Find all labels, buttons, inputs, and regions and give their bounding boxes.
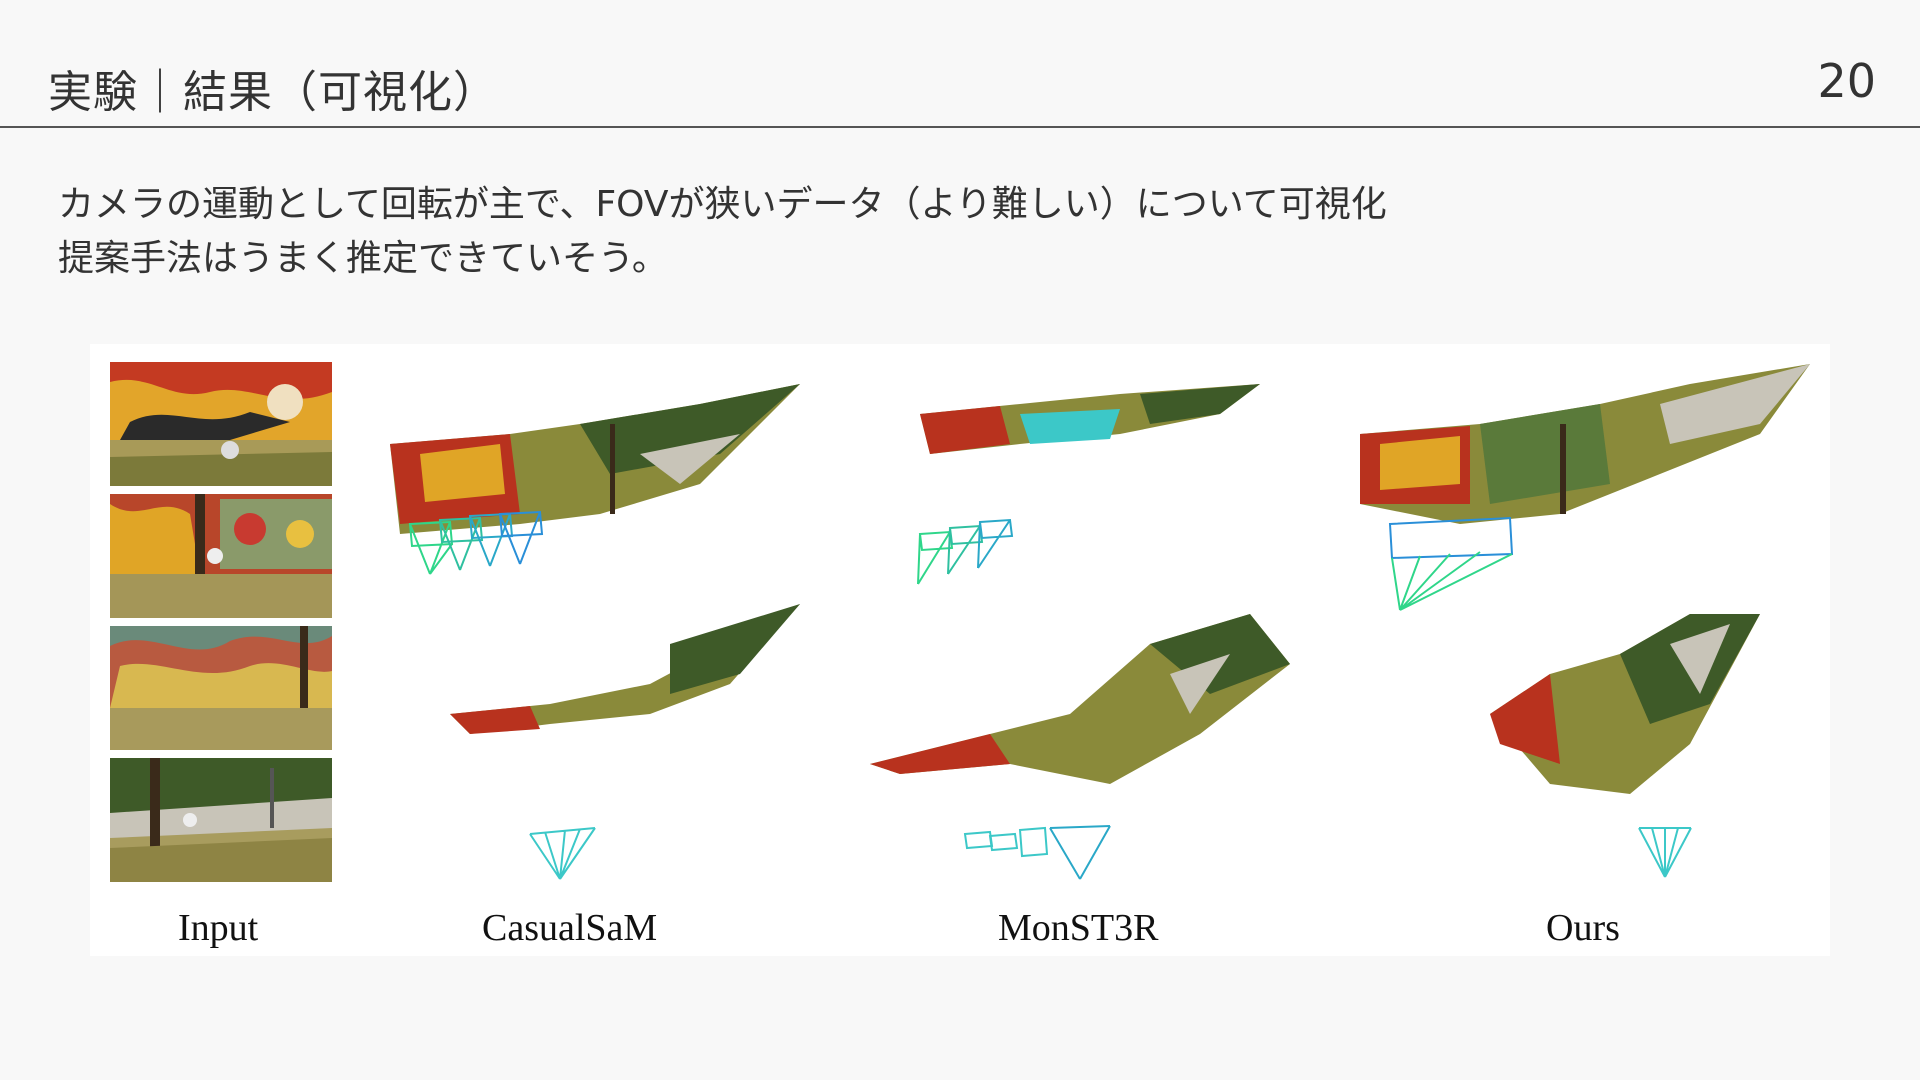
input-frame-4 [110,758,332,882]
label-casualsam: CasualSaM [482,907,658,949]
ours-cameras-bottom [1635,822,1695,882]
casualsam-reconstruction-top [380,384,820,584]
ours-reconstruction-top [1360,364,1810,544]
input-frame-1 [110,362,332,486]
ours-cameras-top [1380,514,1520,614]
results-figure: Input CasualSaM MonST3R Ours [90,344,1830,956]
label-input: Input [178,907,259,949]
description-line-2: 提案手法はうまく推定できていそう。 [58,238,668,279]
casualsam-reconstruction-bottom [450,604,800,754]
input-frame-2 [110,494,332,618]
input-frame-3 [110,626,332,750]
description-line-1: カメラの運動として回転が主で、FOVが狭いデータ（より難しい）について可視化 [58,184,1387,225]
slide-number: 20 [1817,54,1876,108]
label-ours: Ours [1546,907,1620,949]
ours-reconstruction-bottom [1490,614,1760,794]
description: カメラの運動として回転が主で、FOVが狭いデータ（より難しい）について可視化 提… [58,178,1387,286]
slide-title: 実験｜結果（可視化） [48,67,498,118]
slide-header: 実験｜結果（可視化） 20 [0,0,1920,128]
casualsam-cameras-top [400,504,560,584]
casualsam-cameras-bottom [525,824,605,884]
label-monst3r: MonST3R [998,907,1159,949]
monst3r-cameras-top [910,514,1030,594]
monst3r-cameras-bottom [960,824,1120,884]
monst3r-reconstruction-top [920,384,1260,484]
monst3r-reconstruction-bottom [870,604,1290,804]
